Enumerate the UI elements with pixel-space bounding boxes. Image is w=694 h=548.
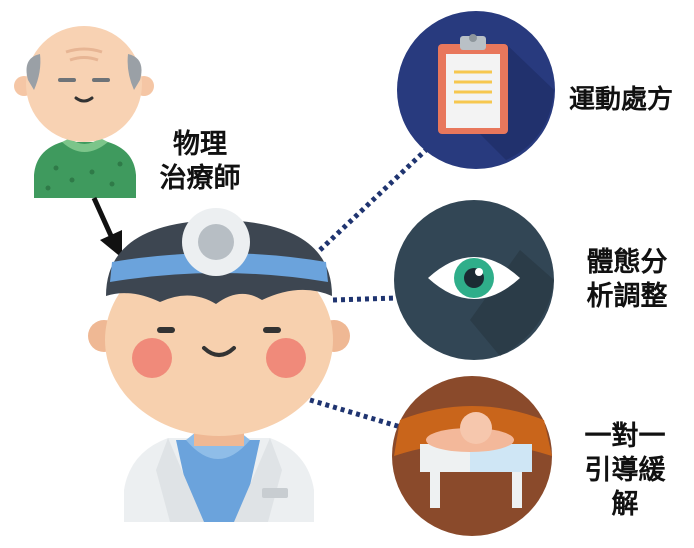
- posture-icon-circle: [394, 200, 554, 360]
- head-mirror-inner: [198, 224, 234, 260]
- patient-collar: [62, 138, 108, 152]
- connector-to-guidance: [309, 397, 405, 431]
- guidance-icon-circle: [392, 376, 552, 536]
- coat-lapel-left: [156, 438, 204, 522]
- coat-pocket: [262, 488, 288, 498]
- connector-lines: [309, 146, 430, 431]
- patient-hair-left: [26, 54, 41, 90]
- therapist-cheek-right: [266, 338, 306, 378]
- patient-wrinkles: [65, 47, 103, 62]
- therapist-avatar: [88, 208, 350, 522]
- connector-to-prescription: [318, 146, 430, 252]
- patient-hair-right: [127, 54, 142, 90]
- coat-lapel-right: [234, 438, 282, 522]
- service-label-prescription: 運動處方: [568, 85, 673, 115]
- shirt-pattern: [45, 161, 123, 191]
- eye-icon: [428, 257, 520, 299]
- patient-avatar: [14, 26, 154, 198]
- patient-smile: [74, 96, 94, 103]
- therapist-title: 物理 治療師: [159, 129, 241, 194]
- patient-head: [26, 26, 142, 142]
- massage-bed-icon: [420, 412, 532, 508]
- clipboard-icon: [438, 34, 508, 134]
- referral-arrow: [91, 196, 122, 258]
- therapist-smile: [202, 346, 236, 357]
- scrub-shirt: [176, 440, 260, 522]
- prescription-icon-circle: [397, 11, 555, 169]
- connector-to-posture: [332, 295, 399, 303]
- service-label-guidance: 一對一 引導緩 解: [584, 421, 666, 520]
- therapist-cheek-left: [132, 338, 172, 378]
- service-label-posture: 體態分 析調整: [586, 247, 668, 312]
